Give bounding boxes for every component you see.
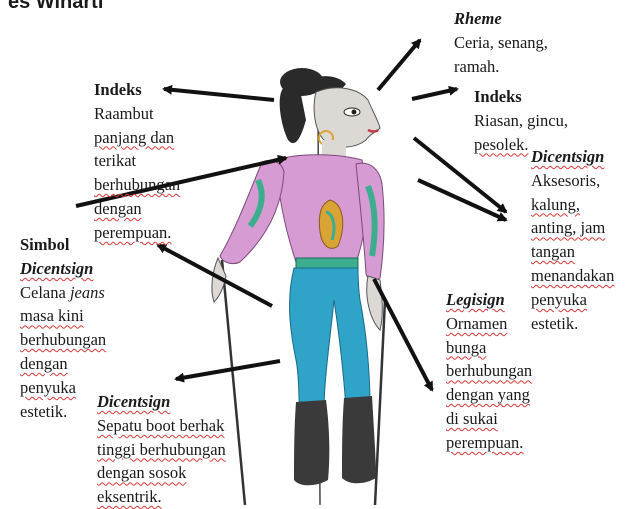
label-indeks-face-title: Indeks	[474, 85, 568, 109]
label-rheme-line: ramah.	[454, 55, 548, 79]
arrow-to-rheme	[378, 40, 420, 90]
label-line: Ornamen	[446, 312, 532, 336]
label-line: masa kini	[20, 304, 106, 328]
label-line: terikat	[94, 149, 180, 173]
label-indeks-hair-title: Indeks	[94, 78, 180, 102]
label-line-jeans: jeans	[70, 283, 105, 302]
label-line: penyuka	[531, 288, 614, 312]
label-line: Riasan, gincu,	[474, 109, 568, 133]
label-line: estetik.	[531, 312, 614, 336]
label-simbol-subtitle: Dicentsign	[20, 257, 106, 281]
label-line: Aksesoris,	[531, 169, 614, 193]
boots	[294, 400, 329, 485]
label-line: Sepatu boot berhak	[97, 414, 226, 438]
label-line: Raambut	[94, 102, 180, 126]
label-rheme-title: Rheme	[454, 7, 548, 31]
label-line: tinggi berhubungan	[97, 438, 226, 462]
label-dicentsign-accessories: Dicentsign Aksesoris, kalung, anting, ja…	[531, 145, 614, 335]
label-line: perempuan.	[94, 221, 180, 245]
label-line: dengan sosok	[97, 461, 226, 485]
label-simbol: Simbol Dicentsign Celana jeans masa kini…	[20, 233, 106, 423]
label-line: berhubungan	[20, 328, 106, 352]
label-line-pre: Celana	[20, 283, 70, 302]
label-line: kalung,	[531, 193, 614, 217]
label-line: Celana jeans	[20, 281, 106, 305]
label-rheme: Rheme Ceria, senang, ramah.	[454, 7, 548, 78]
label-line: dengan yang	[446, 383, 532, 407]
label-line: anting, jam	[531, 216, 614, 240]
label-line: bunga	[446, 336, 532, 360]
label-rheme-line: Ceria, senang,	[454, 31, 548, 55]
label-line: penyuka	[20, 376, 106, 400]
label-legisign: Legisign Ornamen bunga berhubungan denga…	[446, 288, 532, 455]
label-simbol-title: Simbol	[20, 233, 106, 257]
arrow-to-dicentsign-boot	[176, 361, 280, 379]
label-line: berhubungan	[94, 173, 180, 197]
label-line: menandakan	[531, 264, 614, 288]
label-line: estetik.	[20, 400, 106, 424]
label-line: berhubungan	[446, 359, 532, 383]
label-dicentsign-title: Dicentsign	[531, 145, 614, 169]
label-line: panjang dan	[94, 126, 180, 150]
label-legisign-title: Legisign	[446, 288, 532, 312]
jeans	[290, 268, 370, 410]
label-indeks-hair: Indeks Raambut panjang dan terikat berhu…	[94, 78, 180, 245]
label-dicentsign-boot-title: Dicentsign	[97, 390, 226, 414]
left-arm	[220, 160, 284, 263]
label-line: perempuan.	[446, 431, 532, 455]
label-line: di sukai	[446, 407, 532, 431]
label-line: dengan	[94, 197, 180, 221]
arrow-to-indeks-face	[412, 89, 457, 99]
label-dicentsign-boot: Dicentsign Sepatu boot berhak tinggi ber…	[97, 390, 226, 509]
arrow-to-indeks-hair	[164, 89, 274, 100]
label-line: tangan	[531, 240, 614, 264]
label-line: eksentrik.	[97, 485, 226, 509]
head-shape	[314, 88, 380, 147]
label-line: dengan	[20, 352, 106, 376]
